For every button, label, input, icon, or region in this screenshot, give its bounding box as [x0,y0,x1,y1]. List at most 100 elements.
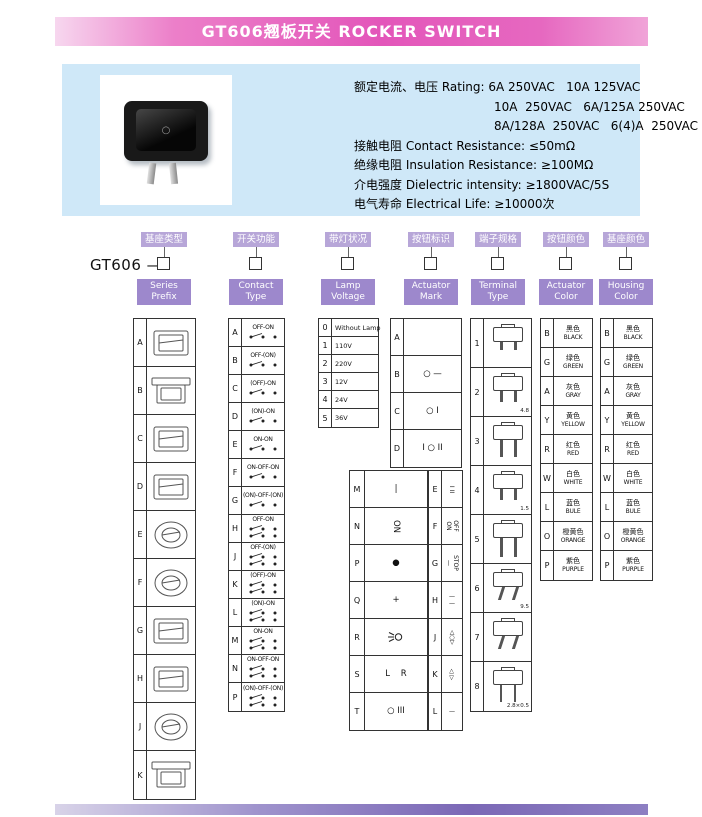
switch-body: ○ [124,101,208,161]
mark-text: ○ I [426,406,439,416]
contact-cell: OFF-(ON) [242,543,284,570]
actuator-mark-cell: + [365,582,427,618]
contact-cell: (ON)-ON [242,403,284,430]
table-row: C(OFF)-ON [229,375,284,403]
contact-function-label: (OFF)-ON [250,572,276,579]
terminal-switch-body [493,422,523,440]
color-name-cn: 白色 [566,469,580,478]
code-cell: W [541,464,554,492]
code-cell: 3 [471,417,484,465]
table-row: 7 [471,613,531,662]
table-row: C○ I [391,393,461,430]
table-row: K(OFF)-ON [229,571,284,599]
category-label-en-line: Series [150,281,178,291]
actuator-mark-cell: ○ III [365,693,427,730]
contact-cell: (OFF)-ON [242,375,284,402]
mark-line: + [392,594,400,605]
terminal-switch-rocker [501,618,515,622]
switch-drawing-icon [147,319,195,366]
table-row: F [134,559,195,607]
actuator-mark-cell: | [365,471,427,507]
mark-line: — [449,593,455,600]
mark-line: I II [448,485,456,493]
terminal-pin-icon [500,489,503,500]
terminal-switch-rocker [501,373,515,377]
table-row: D [134,463,195,511]
actuator-mark-cell: L R [365,656,427,692]
terminal-switch-body [493,520,523,538]
code-cell: B [601,319,614,347]
color-name-en: YELLOW [621,420,645,428]
code-cell: B [229,347,242,374]
switch-pin-icon [168,162,179,185]
color-name-en: PURPLE [562,566,584,573]
code-cell: G [134,607,147,654]
lamp-icon [388,632,403,642]
table-row: 5 [471,515,531,564]
dimension-label: 1.5 [520,506,529,512]
category-label-en-line: Type [487,292,509,302]
terminal-pin-icon [500,391,503,402]
terminal-pin-icon [500,685,502,702]
mark-line: | [394,483,398,494]
actuator-mark-cell: ● [365,545,427,581]
code-cell: L [229,599,242,626]
category-label-en-line: Color [614,292,638,302]
contact-function-label: (ON)-ON [251,407,275,415]
color-name-en: GRAY [625,391,641,399]
color-name-cn: 橙黄色 [622,527,644,536]
table-row: 1 [471,319,531,368]
category-label-cn: 按钮颜色 [543,232,589,247]
category-label-en-line: Terminal [478,281,518,291]
color-name-cn: 灰色 [626,382,640,391]
switch-drawing-icon [147,463,195,510]
contact-function-label: ON-OFF-ON [246,463,279,471]
mark-line: STOP [451,555,459,571]
mark-text: STOP— [445,555,459,571]
code-cell: G [229,487,242,514]
model-code: GT606 — [90,256,163,274]
code-cell: 1 [319,337,332,354]
terminal-drawing-icon [484,319,531,367]
color-name-cn: 紫色 [626,557,640,565]
mark-line: — [449,600,455,607]
color-name-en: WHITE [623,478,643,486]
table-row: H [134,655,195,703]
order-code-box [491,257,504,270]
spec-line: 电气寿命 Electrical Life: ≥10000次 [354,197,555,211]
connector-line [626,247,627,257]
color-name-en: BULE [625,507,641,515]
code-cell: 4 [319,391,332,408]
code-cell: L [601,493,614,521]
spec-line: 介电强度 Dielectric intensity: ≥1800VAC/5S [354,177,610,192]
contact-function-label: OFF-(ON) [250,544,276,551]
color-name-en: BLACK [623,333,643,341]
rocker-mark: ○ [161,124,171,136]
code-cell: F [229,459,242,486]
circuit-schematic-icon [246,693,280,710]
actuator-mark-cell: ○ I [404,393,461,429]
color-name-en: GRAY [565,391,581,399]
circuit-schematic-icon [246,388,280,398]
